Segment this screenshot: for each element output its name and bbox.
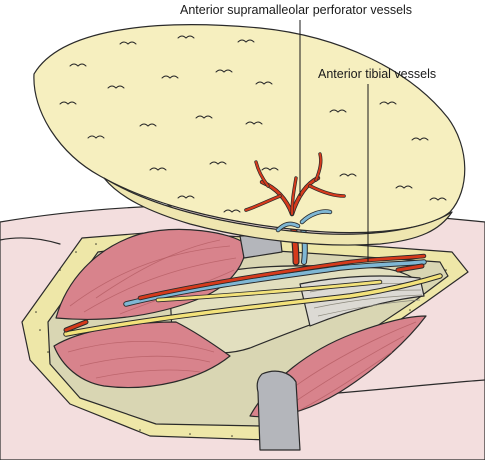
muscle-lower-left-fibers bbox=[67, 341, 215, 379]
perforator-label: Anterior supramalleolar perforator vesse… bbox=[180, 3, 412, 17]
perforator-branches bbox=[244, 152, 346, 233]
skin-flap bbox=[33, 24, 466, 234]
longitudinal-vessels bbox=[63, 253, 443, 337]
heel-contour bbox=[0, 237, 61, 245]
tibial-label: Anterior tibial vessels bbox=[318, 67, 436, 81]
flap-texture bbox=[59, 35, 447, 213]
retractor-lower bbox=[256, 370, 301, 451]
